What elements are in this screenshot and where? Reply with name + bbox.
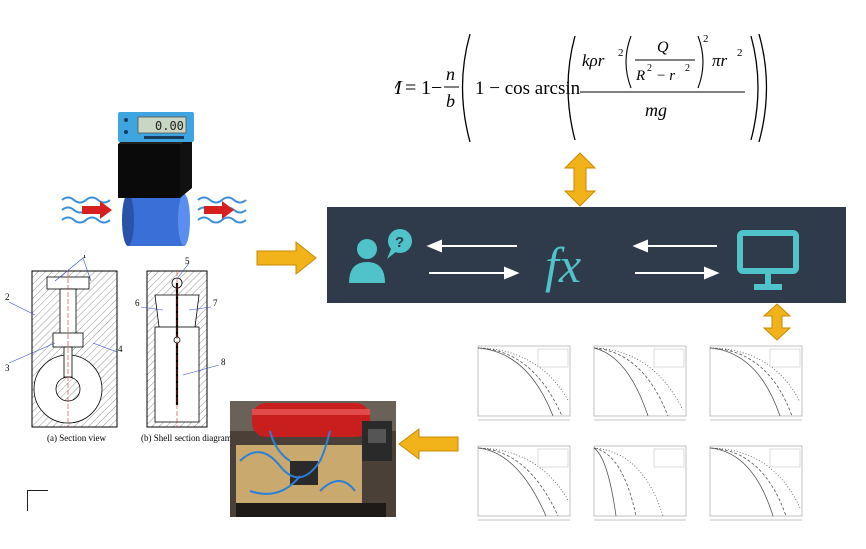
formula-R: R	[635, 68, 645, 84]
svg-text:− r: − r	[657, 68, 675, 84]
part-number-5: 5	[185, 256, 190, 266]
simulation-plots-grid	[458, 340, 830, 540]
corner-mark	[27, 490, 48, 511]
formula-b: b	[446, 91, 455, 111]
part-number-7: 7	[213, 298, 218, 308]
formula-k-rho: kρr	[582, 51, 605, 70]
arrow-right-to-panel	[256, 240, 318, 276]
svg-text:?: ?	[395, 234, 404, 251]
test-rig-photo	[230, 401, 396, 517]
formula-lhs: M	[395, 77, 403, 99]
part-number-8: 8	[221, 357, 226, 367]
svg-text:2: 2	[647, 63, 652, 74]
flowmeter-display: 0.00	[155, 119, 184, 133]
part-number-3: 3	[5, 363, 10, 373]
svg-text:fx: fx	[545, 237, 581, 293]
arrow-left-to-photo	[397, 427, 459, 461]
svg-text:2: 2	[737, 47, 743, 59]
monitor-icon	[737, 230, 799, 290]
formula-eq: =	[405, 77, 416, 99]
svg-text:2: 2	[685, 63, 690, 74]
formula-n: n	[446, 64, 455, 84]
formula-minus: −	[431, 77, 442, 99]
formula-one: 1	[421, 77, 431, 99]
caption-shell-section: (b) Shell section diagram	[141, 433, 232, 443]
double-arrow-vertical-top	[563, 152, 597, 207]
exchange-arrows-2	[632, 239, 720, 280]
formula-exp-1: 2	[618, 47, 624, 59]
part-number-6: 6	[135, 298, 140, 308]
process-panel: ? fx	[327, 207, 846, 303]
exchange-arrows-1	[426, 239, 520, 280]
formula-pi-r: πr	[712, 51, 728, 70]
section-view-drawing	[31, 270, 118, 428]
formula-exp-2: 2	[703, 33, 709, 45]
shell-section-drawing	[146, 270, 208, 428]
formula-cos-part: 1 − cos arcsin	[475, 78, 581, 99]
formula-mg: mg	[645, 100, 667, 120]
section-drawings: 1 2 3 4 5 6 7 8 (a) Section view (b) She…	[5, 255, 235, 445]
part-number-4: 4	[118, 344, 123, 354]
formula: M = 1 − n b 1 − cos arcsin kρr 2 Q R 2 −…	[395, 20, 775, 150]
formula-Q: Q	[657, 39, 669, 56]
flowmeter-illustration: 0.00	[60, 112, 260, 252]
double-arrow-vertical-bottom	[762, 303, 792, 341]
caption-section-view: (a) Section view	[47, 433, 106, 443]
function-fx-icon: fx	[545, 237, 581, 293]
part-number-2: 2	[5, 292, 10, 302]
user-question-icon: ?	[349, 229, 412, 283]
part-number-1: 1	[82, 255, 87, 260]
